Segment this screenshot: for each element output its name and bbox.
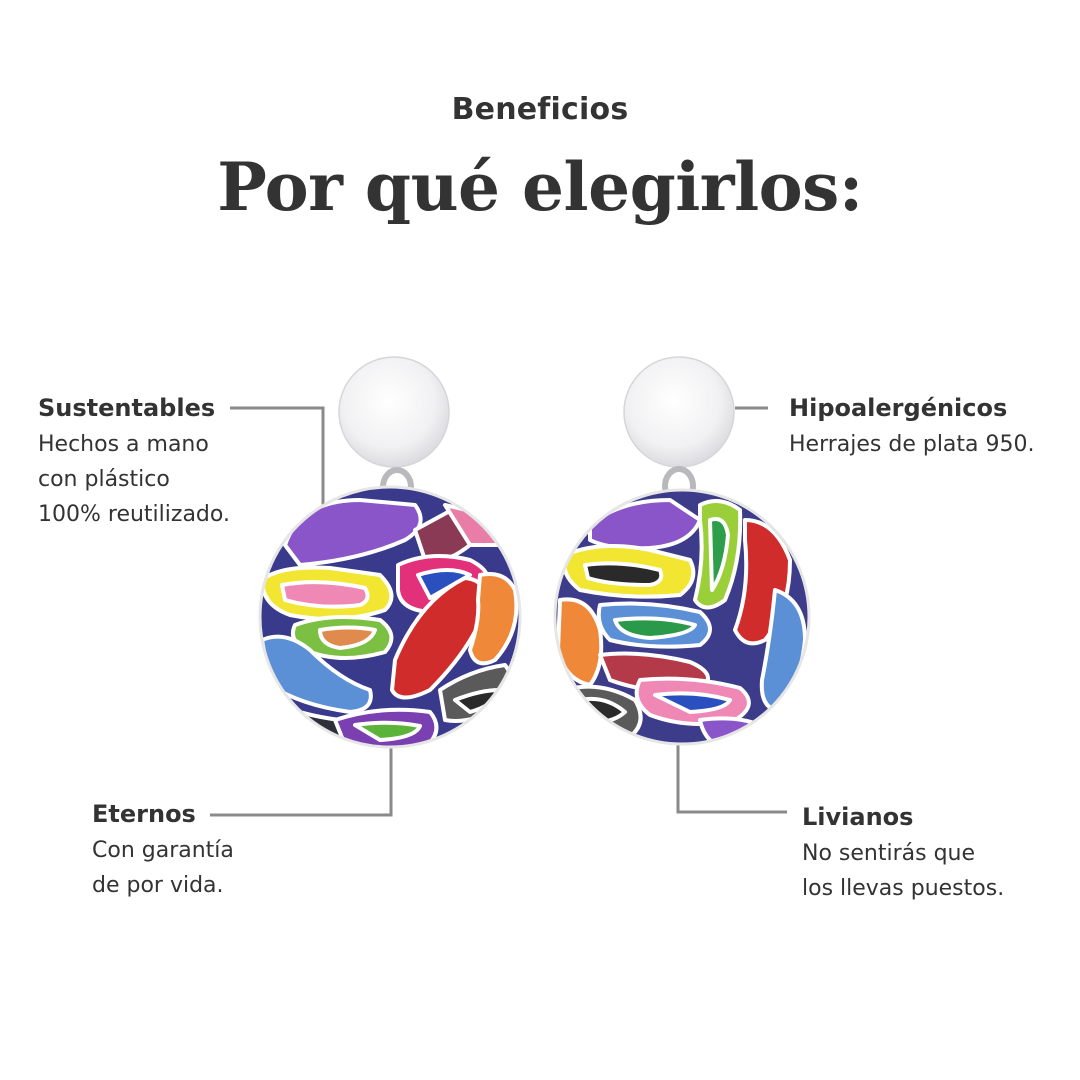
right-stud xyxy=(623,356,735,468)
connector-livianos xyxy=(676,745,787,814)
feature-sustentables: Sustentables Hechos a mano con plástico … xyxy=(38,393,230,532)
right-pattern xyxy=(555,490,809,744)
feature-description-line: 100% reutilizado. xyxy=(38,502,230,527)
feature-title: Sustentables xyxy=(38,394,216,422)
feature-description-line: Con garantía xyxy=(92,838,234,863)
feature-title: Eternos xyxy=(92,800,196,828)
section-eyebrow: Beneficios xyxy=(451,92,629,127)
feature-title: Livianos xyxy=(802,803,914,831)
connector-lines xyxy=(210,406,787,817)
left-stud xyxy=(338,356,450,468)
connector-eternos xyxy=(210,745,393,817)
feature-description-line: Hechos a mano xyxy=(38,432,209,457)
feature-description-line: No sentirás que xyxy=(802,841,976,866)
connector-sustentables xyxy=(230,406,325,505)
right-earring xyxy=(553,356,811,746)
feature-description: No sentirás que los llevas puestos. xyxy=(802,836,1004,906)
feature-description: Hechos a mano con plástico 100% reutiliz… xyxy=(38,427,230,532)
feature-description-line: los llevas puestos. xyxy=(802,876,1005,901)
left-earring xyxy=(258,356,522,749)
feature-hipoalergenicos: Hipoalergénicos Herrajes de plata 950. xyxy=(789,393,1035,462)
feature-description-line: con plástico xyxy=(38,467,170,492)
feature-description-line: Herrajes de plata 950. xyxy=(789,432,1035,457)
feature-livianos: Livianos No sentirás que los llevas pues… xyxy=(802,802,1004,906)
feature-description: Herrajes de plata 950. xyxy=(789,427,1035,462)
feature-description: Con garantía de por vida. xyxy=(92,833,234,903)
feature-description-line: de por vida. xyxy=(92,873,224,898)
feature-eternos: Eternos Con garantía de por vida. xyxy=(92,799,234,903)
page-title: Por qué elegirlos: xyxy=(217,148,863,226)
left-pattern xyxy=(260,487,520,747)
feature-title: Hipoalergénicos xyxy=(789,394,1008,422)
